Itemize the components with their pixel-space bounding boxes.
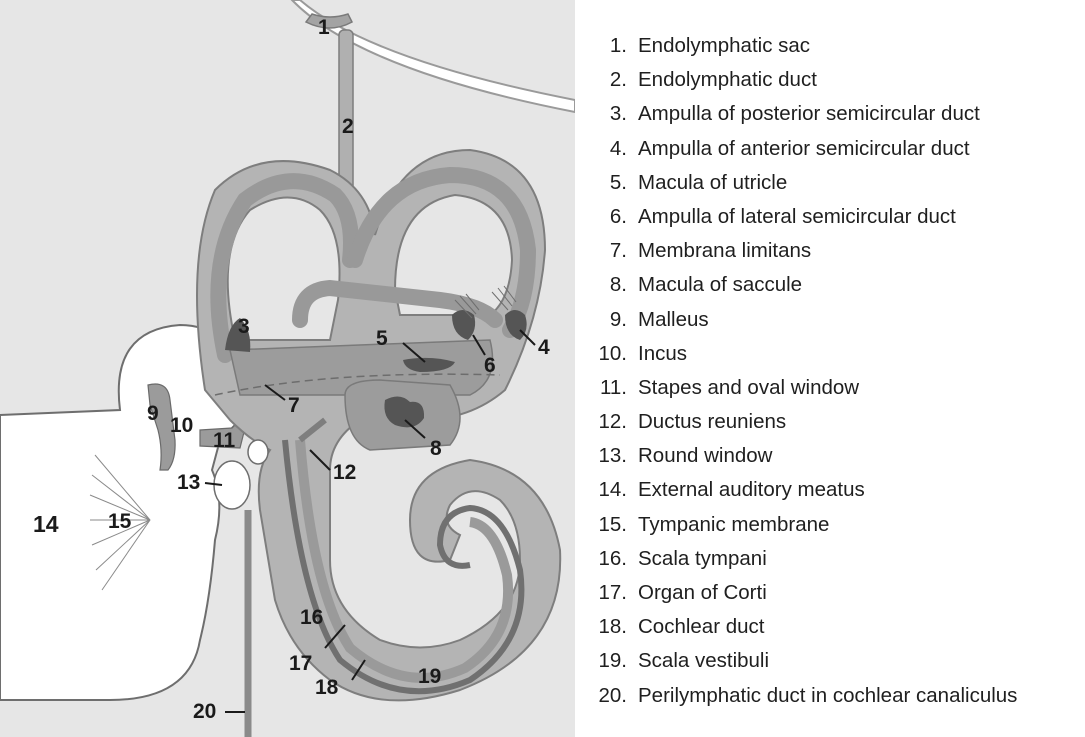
legend-text: Scala tympani bbox=[638, 547, 767, 570]
legend-number: 11. bbox=[578, 371, 638, 405]
label-11: 11 bbox=[213, 429, 236, 452]
label-4: 4 bbox=[538, 336, 550, 359]
label-1: 1 bbox=[318, 16, 330, 39]
legend-item: 1.Endolymphatic sac bbox=[578, 29, 1083, 63]
label-15: 15 bbox=[108, 510, 132, 533]
legend-text: Macula of utricle bbox=[638, 171, 787, 194]
legend-number: 3. bbox=[578, 97, 638, 131]
legend-text: Cochlear duct bbox=[638, 615, 764, 638]
legend-item: 4.Ampulla of anterior semicircular duct bbox=[578, 132, 1083, 166]
legend-item: 11.Stapes and oval window bbox=[578, 371, 1083, 405]
label-5: 5 bbox=[376, 327, 388, 350]
legend-item: 19.Scala vestibuli bbox=[578, 644, 1083, 678]
legend-text: Macula of saccule bbox=[638, 273, 802, 296]
legend-text: Perilymphatic duct in cochlear canalicul… bbox=[638, 684, 1017, 707]
oval-window-shape bbox=[248, 440, 268, 464]
label-16: 16 bbox=[300, 606, 323, 629]
legend-item: 17.Organ of Corti bbox=[578, 576, 1083, 610]
legend-item: 10.Incus bbox=[578, 337, 1083, 371]
label-20: 20 bbox=[193, 700, 216, 723]
label-13: 13 bbox=[177, 471, 200, 494]
legend-item: 8.Macula of saccule bbox=[578, 268, 1083, 302]
legend-number: 5. bbox=[578, 166, 638, 200]
legend-item: 18.Cochlear duct bbox=[578, 610, 1083, 644]
legend-number: 1. bbox=[578, 29, 638, 63]
legend-number: 19. bbox=[578, 644, 638, 678]
legend-text: Organ of Corti bbox=[638, 581, 767, 604]
legend-item: 6.Ampulla of lateral semicircular duct bbox=[578, 200, 1083, 234]
label-10: 10 bbox=[170, 414, 193, 437]
legend-item: 20.Perilymphatic duct in cochlear canali… bbox=[578, 679, 1083, 713]
legend-item: 5.Macula of utricle bbox=[578, 166, 1083, 200]
legend-number: 20. bbox=[578, 679, 638, 713]
legend-number: 10. bbox=[578, 337, 638, 371]
label-7: 7 bbox=[288, 394, 300, 417]
label-17: 17 bbox=[289, 652, 312, 675]
label-2: 2 bbox=[342, 115, 354, 138]
legend-text: Ampulla of anterior semicircular duct bbox=[638, 137, 970, 160]
legend-text: Incus bbox=[638, 342, 687, 365]
legend-text: Round window bbox=[638, 444, 772, 467]
legend-item: 16.Scala tympani bbox=[578, 542, 1083, 576]
legend-item: 14.External auditory meatus bbox=[578, 473, 1083, 507]
legend-number: 7. bbox=[578, 234, 638, 268]
label-12: 12 bbox=[333, 461, 356, 484]
legend-text: Ampulla of posterior semicircular duct bbox=[638, 102, 980, 125]
legend-text: External auditory meatus bbox=[638, 478, 865, 501]
legend-item: 3.Ampulla of posterior semicircular duct bbox=[578, 97, 1083, 131]
legend-number: 12. bbox=[578, 405, 638, 439]
legend-text: Membrana limitans bbox=[638, 239, 811, 262]
legend-number: 2. bbox=[578, 63, 638, 97]
label-18: 18 bbox=[315, 676, 339, 699]
legend-number: 16. bbox=[578, 542, 638, 576]
legend-text: Stapes and oval window bbox=[638, 376, 859, 399]
label-9: 9 bbox=[147, 402, 159, 425]
legend-number: 18. bbox=[578, 610, 638, 644]
legend-text: Scala vestibuli bbox=[638, 649, 769, 672]
legend-number: 14. bbox=[578, 473, 638, 507]
legend-text: Malleus bbox=[638, 308, 709, 331]
legend-item: 13.Round window bbox=[578, 439, 1083, 473]
label-19: 19 bbox=[418, 665, 441, 688]
legend-item: 9.Malleus bbox=[578, 303, 1083, 337]
label-3: 3 bbox=[238, 315, 250, 338]
label-6: 6 bbox=[484, 354, 496, 377]
label-8: 8 bbox=[430, 437, 442, 460]
legend-number: 15. bbox=[578, 508, 638, 542]
label-14: 14 bbox=[33, 511, 59, 537]
legend-number: 17. bbox=[578, 576, 638, 610]
legend-number: 4. bbox=[578, 132, 638, 166]
legend-item: 2.Endolymphatic duct bbox=[578, 63, 1083, 97]
legend-text: Endolymphatic duct bbox=[638, 68, 817, 91]
legend-item: 15.Tympanic membrane bbox=[578, 508, 1083, 542]
legend-number: 13. bbox=[578, 439, 638, 473]
legend-text: Ampulla of lateral semicircular duct bbox=[638, 205, 956, 228]
legend-item: 7.Membrana limitans bbox=[578, 234, 1083, 268]
legend-text: Tympanic membrane bbox=[638, 513, 829, 536]
legend-number: 8. bbox=[578, 268, 638, 302]
legend-text: Ductus reuniens bbox=[638, 410, 786, 433]
legend-number: 9. bbox=[578, 303, 638, 337]
legend-number: 6. bbox=[578, 200, 638, 234]
legend-text: Endolymphatic sac bbox=[638, 34, 810, 57]
legend-item: 12.Ductus reuniens bbox=[578, 405, 1083, 439]
